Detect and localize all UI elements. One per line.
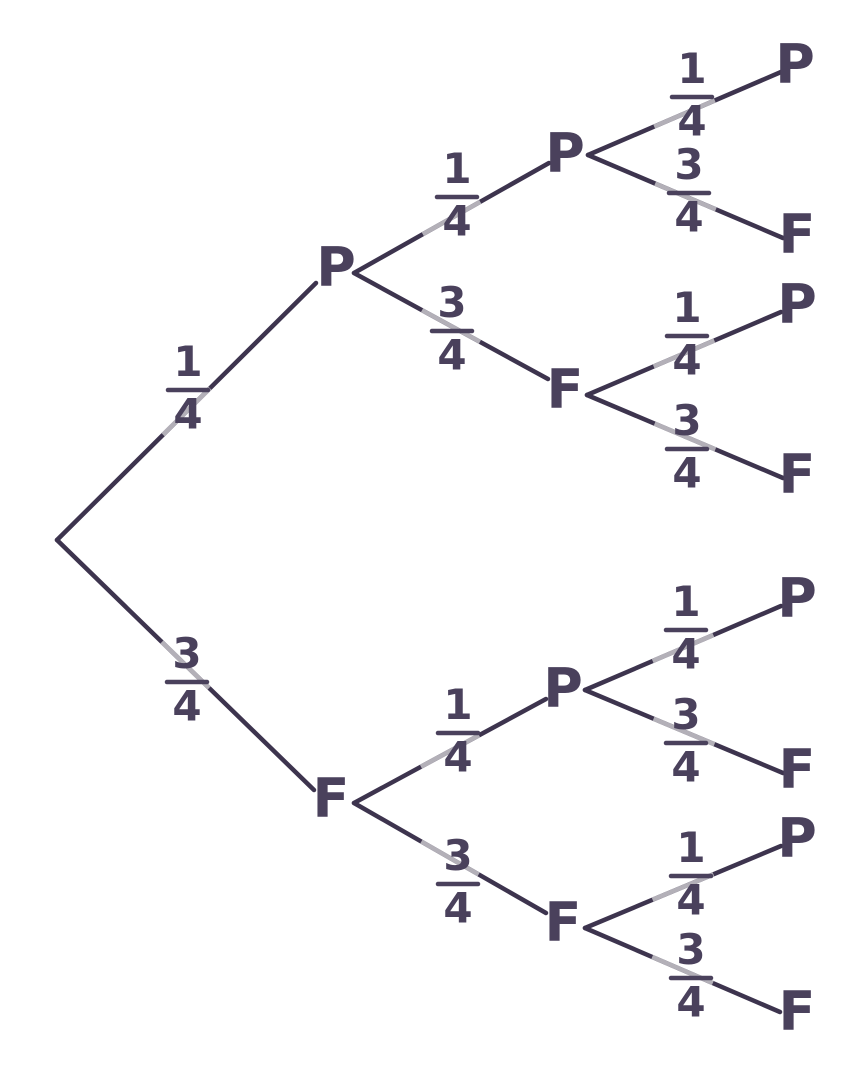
probability-numerator: 1 xyxy=(677,44,706,93)
probability-numerator: 1 xyxy=(676,823,705,872)
branch-line-under-label xyxy=(584,843,782,931)
probability-denominator: 4 xyxy=(674,193,703,242)
branch-line-under-label xyxy=(584,925,781,1015)
probability-numerator: 1 xyxy=(443,680,472,729)
branch-probability-label: 14 xyxy=(434,144,480,246)
branch-line-under-label xyxy=(587,69,782,158)
outcome-node-label: P xyxy=(777,273,817,336)
outcome-node-label: P xyxy=(543,657,583,720)
probability-denominator: 4 xyxy=(671,630,700,679)
probability-numerator: 3 xyxy=(672,396,701,445)
outcome-node-label: F xyxy=(779,203,816,266)
branch-probability-label: 34 xyxy=(666,140,712,242)
branch-probability-label: 34 xyxy=(668,925,714,1027)
probability-numerator: 3 xyxy=(674,140,703,189)
outcome-node-label: F xyxy=(547,358,584,421)
outcome-node-label: F xyxy=(313,767,350,830)
branch-probability-label: 14 xyxy=(165,337,211,439)
probability-denominator: 4 xyxy=(672,336,701,385)
probability-denominator: 4 xyxy=(676,876,705,925)
probability-numerator: 1 xyxy=(672,283,701,332)
outcome-node-label: P xyxy=(545,122,585,185)
branch-line-under-label xyxy=(586,309,782,398)
branch-probability-label: 34 xyxy=(664,396,710,498)
outcome-node-label: P xyxy=(316,236,356,299)
probability-denominator: 4 xyxy=(672,449,701,498)
outcome-node-label: F xyxy=(779,443,816,506)
probability-numerator: 3 xyxy=(676,925,705,974)
probability-denominator: 4 xyxy=(443,884,472,933)
branch-line-under-label xyxy=(586,392,784,481)
probability-numerator: 1 xyxy=(671,577,700,626)
outcome-node-label: F xyxy=(779,980,816,1043)
probability-numerator: 1 xyxy=(442,144,471,193)
probability-numerator: 3 xyxy=(172,629,201,678)
probability-denominator: 4 xyxy=(671,743,700,792)
outcome-node-label: F xyxy=(779,738,816,801)
probability-numerator: 3 xyxy=(437,278,466,327)
probability-denominator: 4 xyxy=(173,390,202,439)
branch-probability-label: 14 xyxy=(668,823,714,925)
branch-line-under-label xyxy=(584,687,784,776)
branch-line-under-label xyxy=(55,538,316,792)
branch-probability-label: 34 xyxy=(435,831,481,933)
probability-denominator: 4 xyxy=(437,331,466,380)
branch-probability-label: 14 xyxy=(435,680,481,782)
branch-line-under-label xyxy=(55,281,318,542)
outcome-node-label: P xyxy=(777,807,817,870)
probability-numerator: 1 xyxy=(173,337,202,386)
branch-probability-label: 14 xyxy=(664,283,710,385)
probability-numerator: 3 xyxy=(671,690,700,739)
branch-line-under-label xyxy=(352,161,551,275)
probability-denominator: 4 xyxy=(172,682,201,731)
branch-probability-label: 34 xyxy=(429,278,475,380)
branch-probability-label: 34 xyxy=(663,690,709,792)
probability-denominator: 4 xyxy=(442,197,471,246)
probability-denominator: 4 xyxy=(443,733,472,782)
branch-line-under-label xyxy=(352,697,548,805)
outcome-node-label: F xyxy=(545,891,582,954)
branch-line-under-label xyxy=(587,152,784,241)
probability-denominator: 4 xyxy=(677,97,706,146)
branch-probability-label: 14 xyxy=(663,577,709,679)
branch-probability-label: 14 xyxy=(669,44,715,146)
branch-line-under-label xyxy=(352,801,548,915)
branch-probability-label: 34 xyxy=(164,629,210,731)
outcome-node-label: P xyxy=(777,567,817,630)
outcome-node-label: P xyxy=(775,33,815,96)
branch-line-under-label xyxy=(584,603,782,693)
branch-line-under-label xyxy=(352,271,550,381)
probability-numerator: 3 xyxy=(443,831,472,880)
probability-denominator: 4 xyxy=(676,978,705,1027)
